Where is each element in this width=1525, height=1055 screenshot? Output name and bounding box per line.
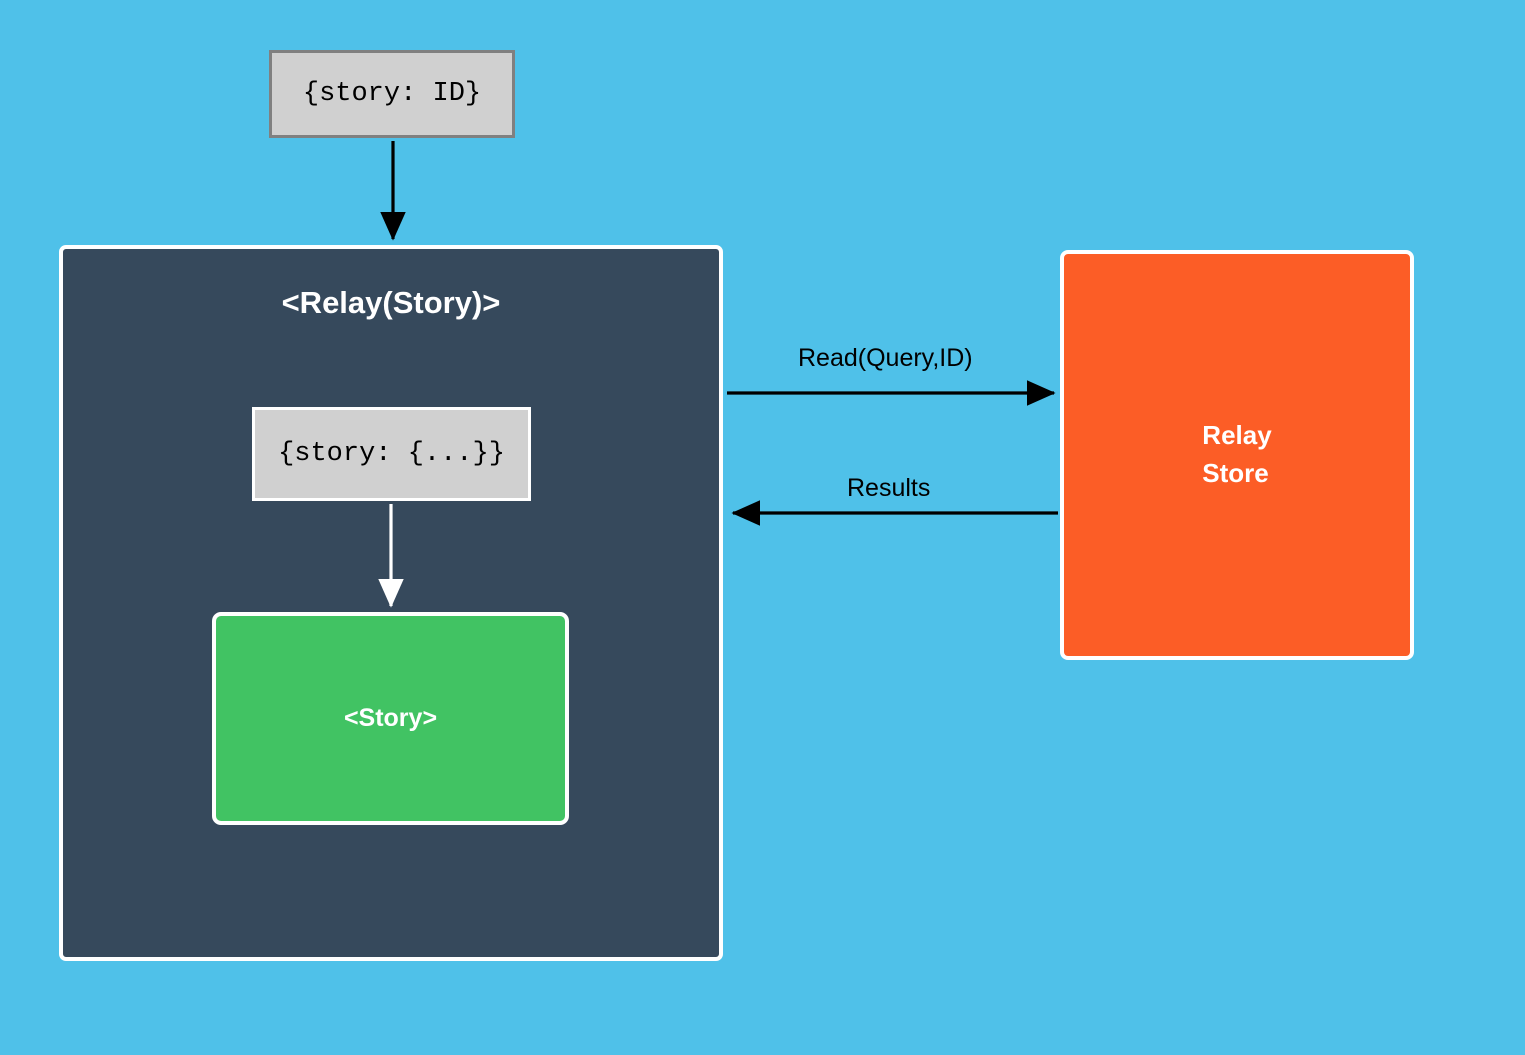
edge-label-results: Results [847, 474, 931, 502]
payload-inner-label: {story: {...}} [278, 439, 505, 469]
relay-store-label-line2: Store [1202, 458, 1269, 488]
relay-store-box: Relay Store [1060, 250, 1414, 660]
relay-story-container: <Relay(Story)> [59, 245, 723, 961]
payload-box-story-object: {story: {...}} [252, 407, 531, 501]
story-component-label: <Story> [343, 704, 438, 732]
story-component-box: <Story> [212, 612, 569, 825]
edge-label-read-query-id: Read(Query,ID) [798, 344, 973, 372]
payload-top-label: {story: ID} [302, 79, 482, 109]
relay-story-title: <Relay(Story)> [281, 285, 501, 320]
relay-store-label-line1: Relay [1202, 420, 1272, 451]
payload-box-story-id: {story: ID} [269, 50, 515, 138]
